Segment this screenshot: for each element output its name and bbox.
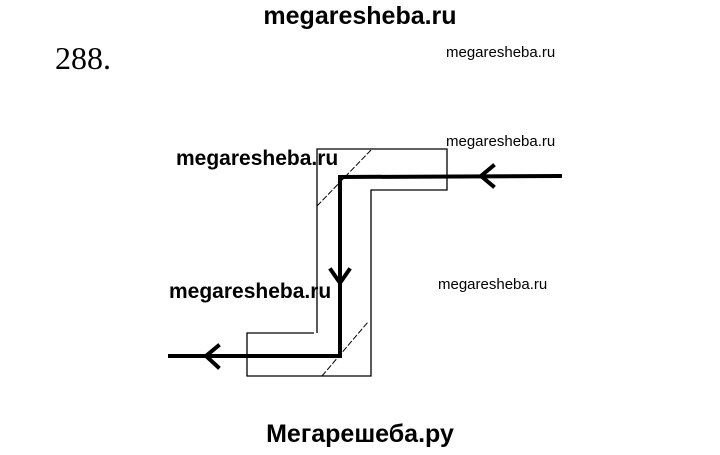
arrow-left-icon — [202, 343, 221, 370]
top-mirror — [316, 149, 372, 207]
header-watermark: megaresheba.ru — [263, 2, 457, 30]
arrow-left-icon — [477, 163, 496, 189]
footer-watermark: Мегарешеба.ру — [266, 420, 454, 448]
watermark: megaresheba.ru — [169, 280, 332, 303]
periscope-body — [246, 148, 448, 377]
watermark: megaresheba.ru — [446, 133, 556, 150]
periscope-outline — [246, 148, 448, 377]
watermark: megaresheba.ru — [446, 44, 556, 61]
bottom-mirror — [321, 321, 369, 377]
arrow-down-icon — [328, 267, 352, 287]
watermark: megaresheba.ru — [176, 147, 339, 170]
problem-number: 288. — [55, 40, 111, 76]
light-ray — [168, 163, 563, 370]
watermark: megaresheba.ru — [438, 276, 548, 293]
